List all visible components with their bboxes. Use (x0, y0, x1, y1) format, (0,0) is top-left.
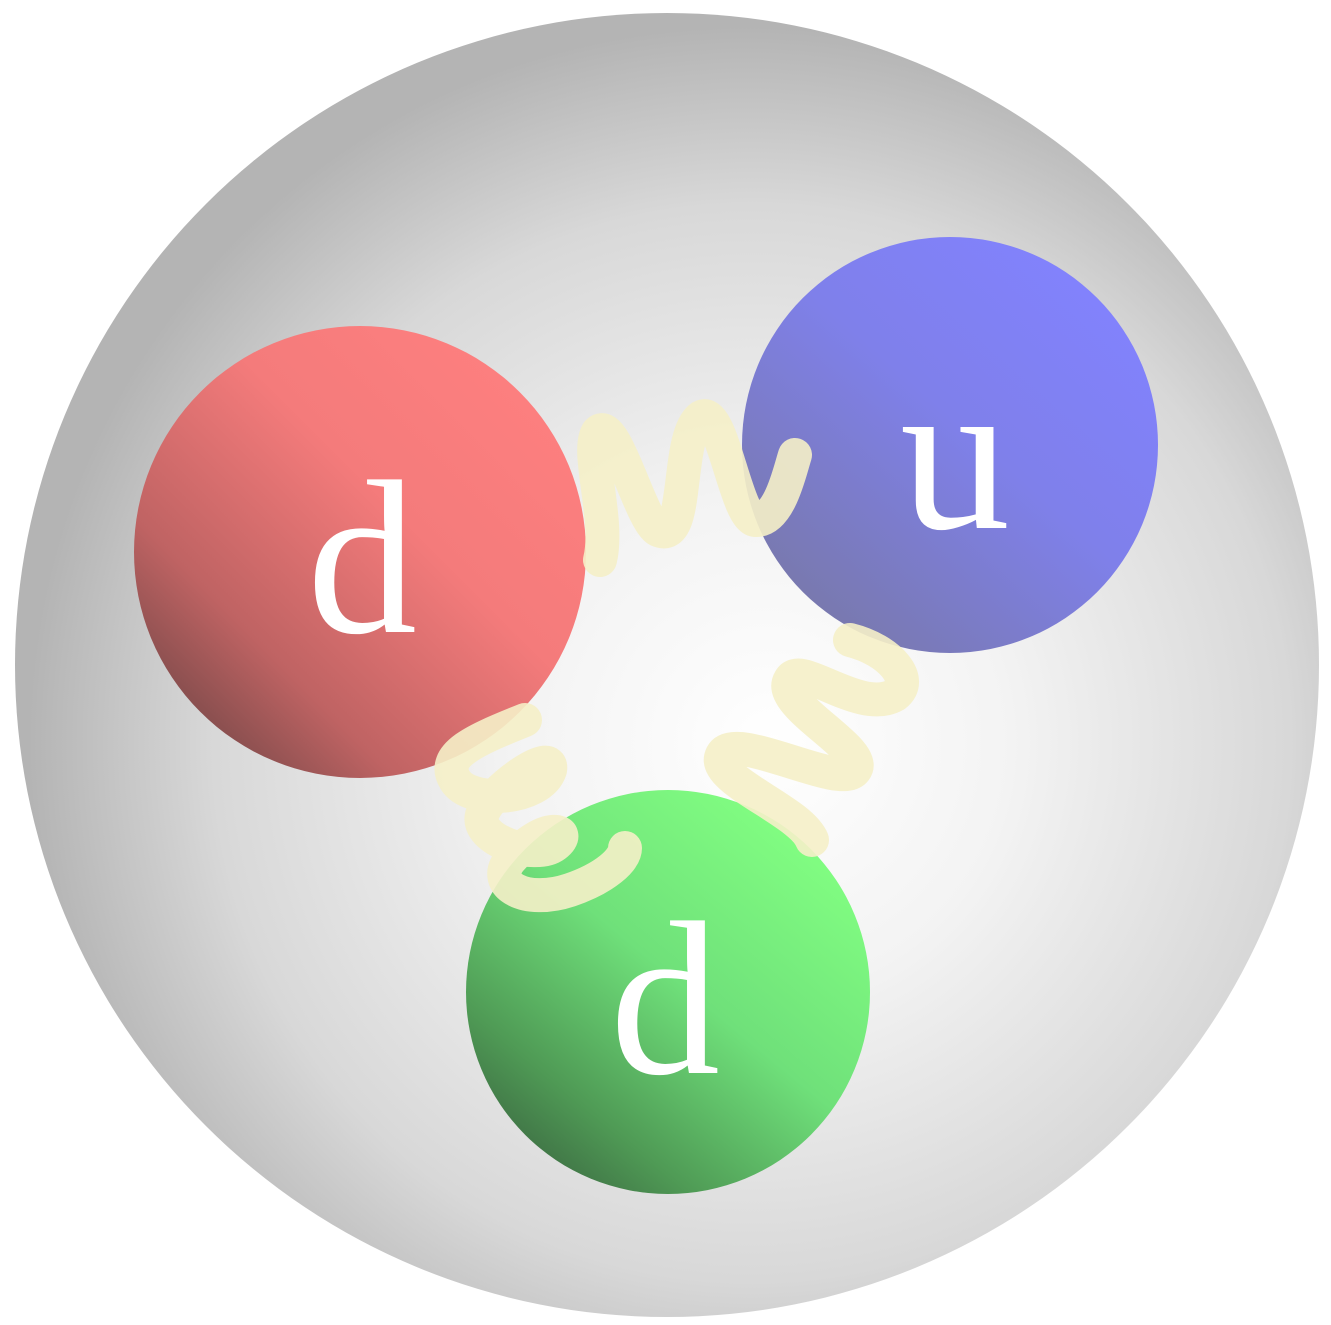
quark-green-d-label: d (610, 877, 720, 1121)
quark-red-d-label: d (307, 436, 417, 680)
quark-blue-u-label: u (900, 332, 1010, 576)
